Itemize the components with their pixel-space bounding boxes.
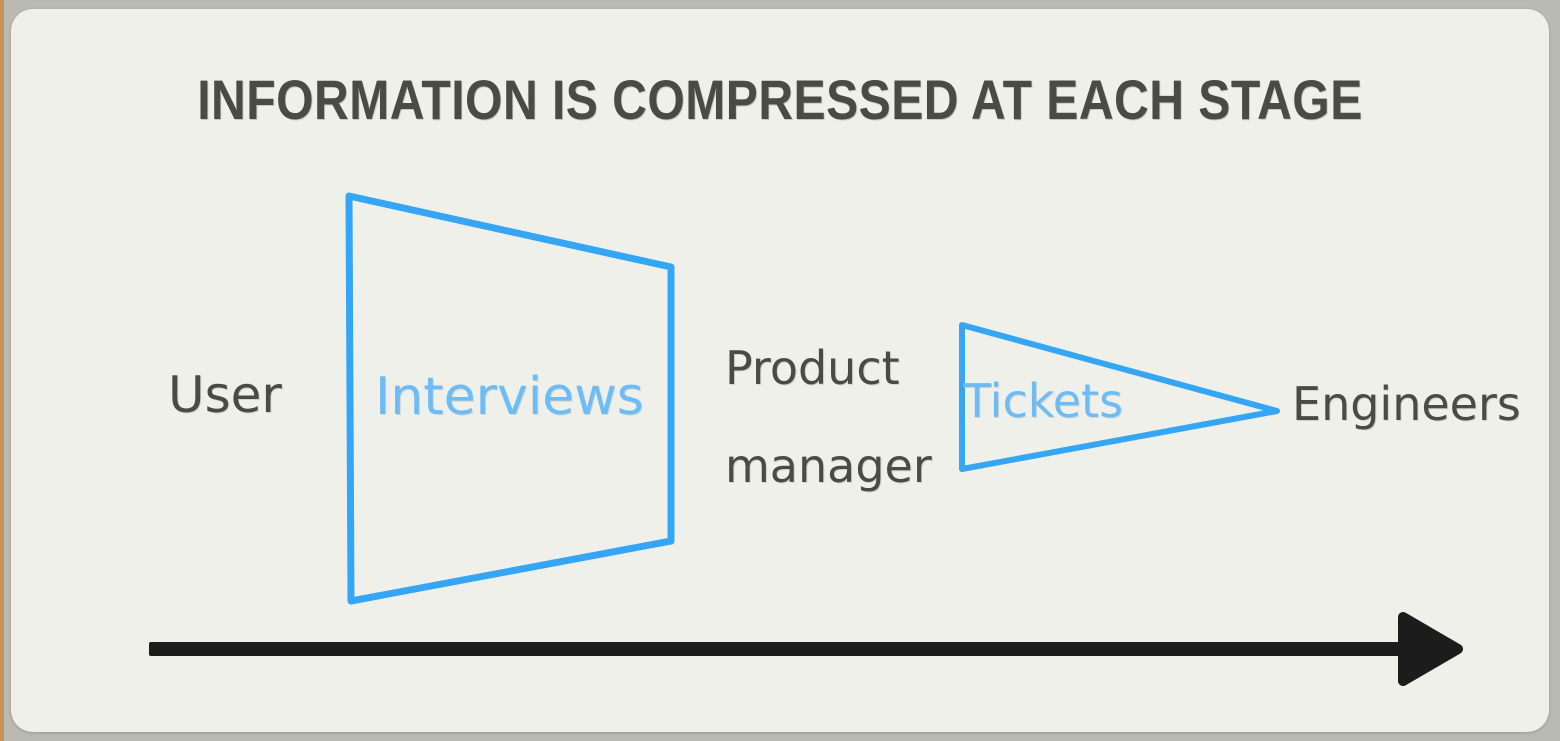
label-interviews: Interviews — [375, 367, 644, 427]
slide-card: INFORMATION IS COMPRESSED AT EACH STAGE … — [11, 9, 1549, 732]
label-product-manager: Product manager — [725, 319, 932, 515]
label-engineers: Engineers — [1292, 377, 1521, 431]
interviews-funnel-shape — [345, 192, 675, 605]
flow-diagram — [149, 192, 1463, 686]
tickets-triangle-shape — [959, 322, 1280, 472]
label-product-manager-line2: manager — [725, 439, 932, 493]
label-product-manager-line1: Product — [725, 341, 900, 395]
label-tickets: Tickets — [963, 374, 1124, 428]
flow-arrow-shaft — [149, 642, 1411, 656]
flow-arrow — [149, 612, 1463, 686]
flow-arrow-head — [1398, 612, 1463, 686]
page-title: INFORMATION IS COMPRESSED AT EACH STAGE — [197, 68, 1363, 131]
label-user: User — [168, 366, 282, 424]
